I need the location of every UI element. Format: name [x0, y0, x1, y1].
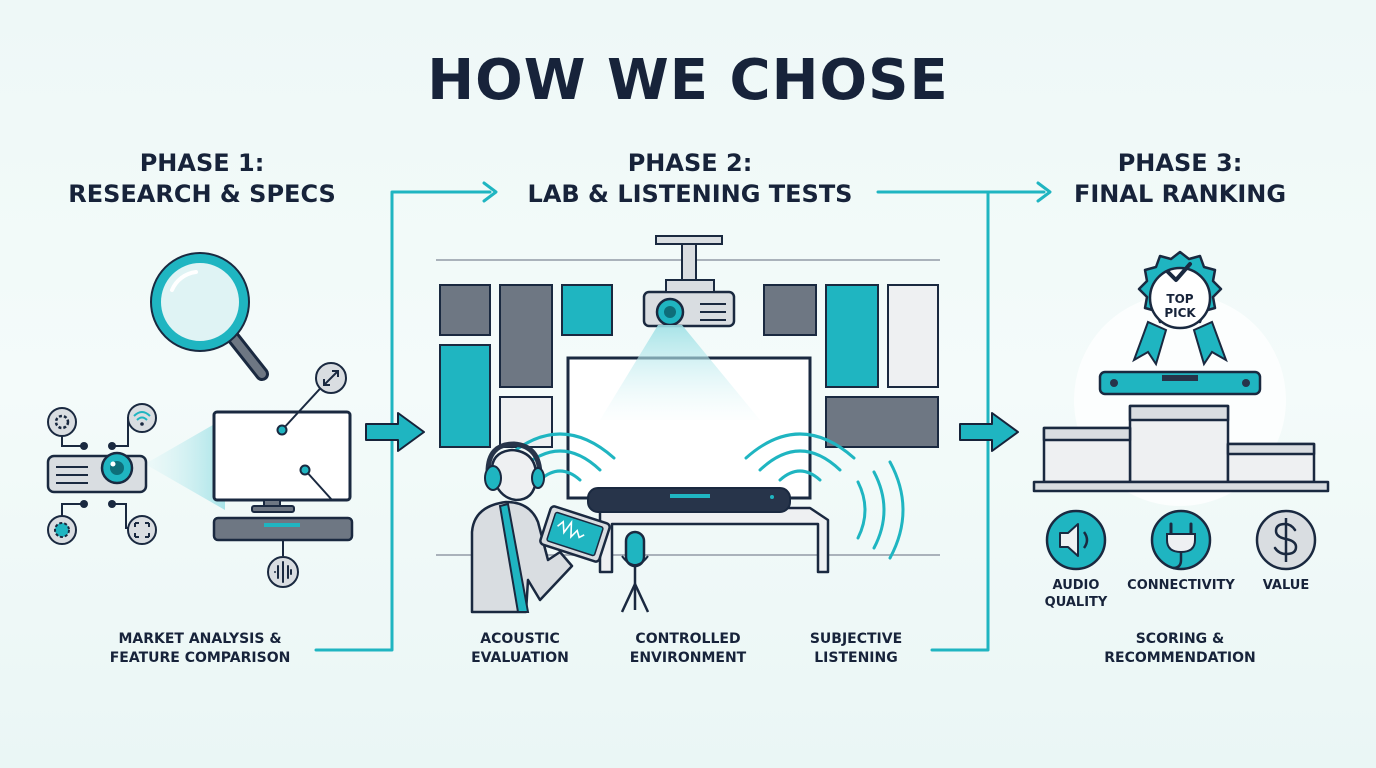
connectivity-line-1: CONNECTIVITY [1127, 578, 1235, 593]
phase-1-caption-line-1: MARKET ANALYSIS & [118, 631, 282, 647]
criteria-audio-quality-label: AUDIO QUALITY [1026, 577, 1126, 611]
phase-3-number: PHASE 3: [1117, 149, 1243, 177]
resize-icon [315, 362, 347, 394]
phase-1-name: RESEARCH & SPECS [68, 180, 336, 208]
phase-3-heading: PHASE 3: FINAL RANKING [1040, 148, 1320, 210]
magnifier-icon [150, 252, 269, 381]
tablet-icon [539, 505, 611, 563]
ceiling-projector-icon [642, 235, 736, 328]
controlled-caption-line-1: CONTROLLED [635, 631, 741, 647]
phase-1-caption-line-2: FEATURE COMPARISON [109, 650, 291, 666]
arrow-to-phase-3 [959, 412, 1019, 452]
acoustic-caption-line-2: EVALUATION [471, 650, 569, 666]
subjective-listening-caption: SUBJECTIVE LISTENING [776, 630, 936, 668]
podium [1032, 404, 1330, 493]
phase-2-name: LAB & LISTENING TESTS [527, 180, 853, 208]
speaker-icon [1045, 509, 1107, 571]
dollar-icon [1255, 509, 1317, 571]
phase-3-caption-line-1: SCORING & [1135, 631, 1225, 647]
projection-beam [600, 325, 760, 420]
media-console [598, 506, 830, 574]
soundbar-under-test [587, 487, 791, 513]
subjective-caption-line-2: LISTENING [814, 650, 898, 666]
acoustic-caption-line-1: ACOUSTIC [480, 631, 560, 647]
acoustic-evaluation-caption: ACOUSTIC EVALUATION [440, 630, 600, 668]
settings-icon [47, 407, 77, 437]
phase-3-caption: SCORING & RECOMMENDATION [1080, 630, 1280, 668]
value-line-1: VALUE [1262, 578, 1310, 593]
badge-line-1: TOP [1166, 292, 1193, 306]
phase-3-caption-line-2: RECOMMENDATION [1104, 650, 1256, 666]
award-ribbon-icon: TOP PICK [1132, 250, 1228, 367]
listener-figure [470, 441, 574, 614]
connector-lines [314, 181, 1052, 652]
subjective-caption-line-1: SUBJECTIVE [809, 631, 903, 647]
page-title: HOW WE CHOSE [427, 48, 949, 113]
projector-beam [145, 418, 225, 510]
phase-3-name: FINAL RANKING [1073, 180, 1287, 208]
phase-2-number: PHASE 2: [627, 149, 753, 177]
gear-icon [47, 515, 77, 545]
wifi-icon [127, 403, 157, 433]
criteria-connectivity-label: CONNECTIVITY [1116, 577, 1246, 594]
monitor-icon [212, 410, 352, 513]
badge-line-2: PICK [1164, 306, 1196, 320]
controlled-caption-line-2: ENVIRONMENT [629, 650, 747, 666]
phase-2-heading: PHASE 2: LAB & LISTENING TESTS [510, 148, 870, 210]
audio-quality-line-2: QUALITY [1044, 595, 1108, 610]
phase-1-number: PHASE 1: [139, 149, 265, 177]
audio-wave-icon [267, 556, 299, 588]
criteria-value-label: VALUE [1246, 577, 1326, 594]
expand-icon [127, 515, 157, 545]
controlled-environment-caption: CONTROLLED ENVIRONMENT [608, 630, 768, 668]
winning-soundbar [1098, 370, 1262, 396]
soundbar-icon [212, 516, 354, 556]
phase-1-heading: PHASE 1: RESEARCH & SPECS [42, 148, 362, 210]
projector-icon [46, 451, 148, 494]
microphone-icon [620, 530, 650, 613]
acoustic-panels [439, 284, 939, 448]
plug-icon [1150, 509, 1212, 571]
audio-quality-line-1: AUDIO [1052, 578, 1100, 593]
phase-1-caption: MARKET ANALYSIS & FEATURE COMPARISON [80, 630, 320, 668]
sound-waves [504, 432, 905, 560]
arrow-to-phase-2 [365, 412, 425, 452]
